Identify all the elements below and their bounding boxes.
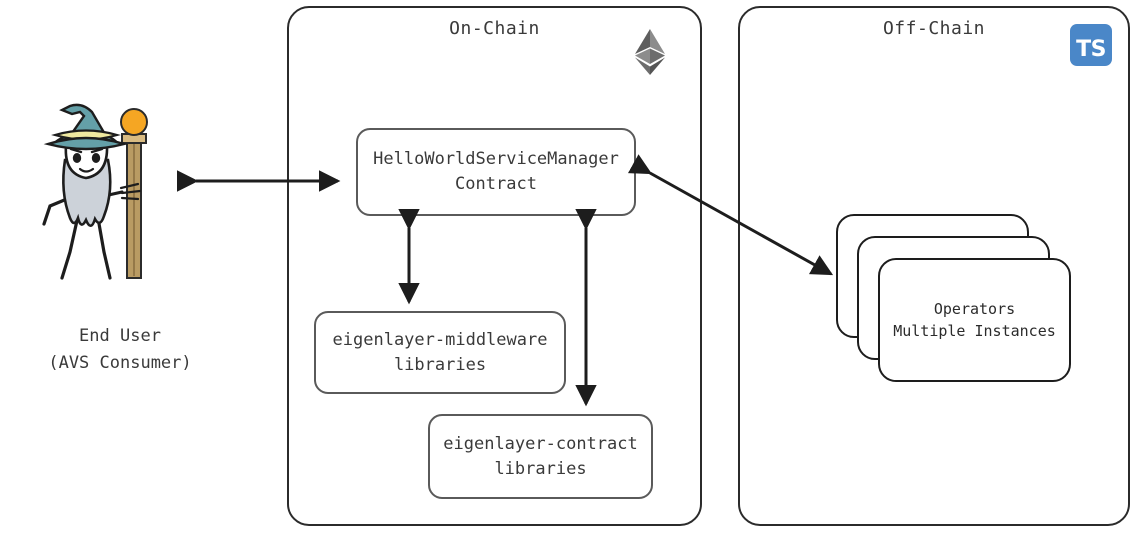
panel-off-chain-title: Off-Chain bbox=[882, 18, 986, 39]
wizard-avatar bbox=[42, 103, 148, 280]
wizard-staff bbox=[120, 108, 148, 279]
wizard-mouth bbox=[78, 167, 95, 173]
wizard-hat bbox=[43, 103, 129, 151]
end-user-label-text: End User (AVS Consumer) bbox=[48, 326, 192, 374]
wizard-eyes bbox=[72, 153, 101, 163]
node-eigenlayer-middleware-libraries[interactable]: eigenlayer-middleware libraries bbox=[314, 311, 566, 394]
operators-label: Operators Multiple Instances bbox=[893, 299, 1056, 341]
wizard-beard bbox=[62, 158, 112, 228]
wizard-hand bbox=[119, 182, 142, 201]
panel-on-chain-title: On-Chain bbox=[449, 18, 540, 39]
typescript-icon: TS bbox=[1070, 24, 1112, 66]
operator-instance-card-front[interactable]: Operators Multiple Instances bbox=[878, 258, 1071, 382]
wizard-legs bbox=[60, 214, 112, 280]
ethereum-icon bbox=[635, 29, 665, 75]
node-hello-world-service-manager[interactable]: HelloWorldServiceManager Contract bbox=[356, 128, 636, 216]
typescript-icon-label: TS bbox=[1076, 37, 1106, 62]
node-eigenlayer-contract-libraries[interactable]: eigenlayer-contract libraries bbox=[428, 414, 653, 499]
end-user-label: End User (AVS Consumer) bbox=[0, 296, 240, 378]
node-eigenlayer-middleware-libraries-label: eigenlayer-middleware libraries bbox=[332, 329, 548, 375]
node-eigenlayer-contract-libraries-label: eigenlayer-contract libraries bbox=[443, 433, 638, 479]
node-hello-world-service-manager-label: HelloWorldServiceManager Contract bbox=[373, 149, 619, 194]
